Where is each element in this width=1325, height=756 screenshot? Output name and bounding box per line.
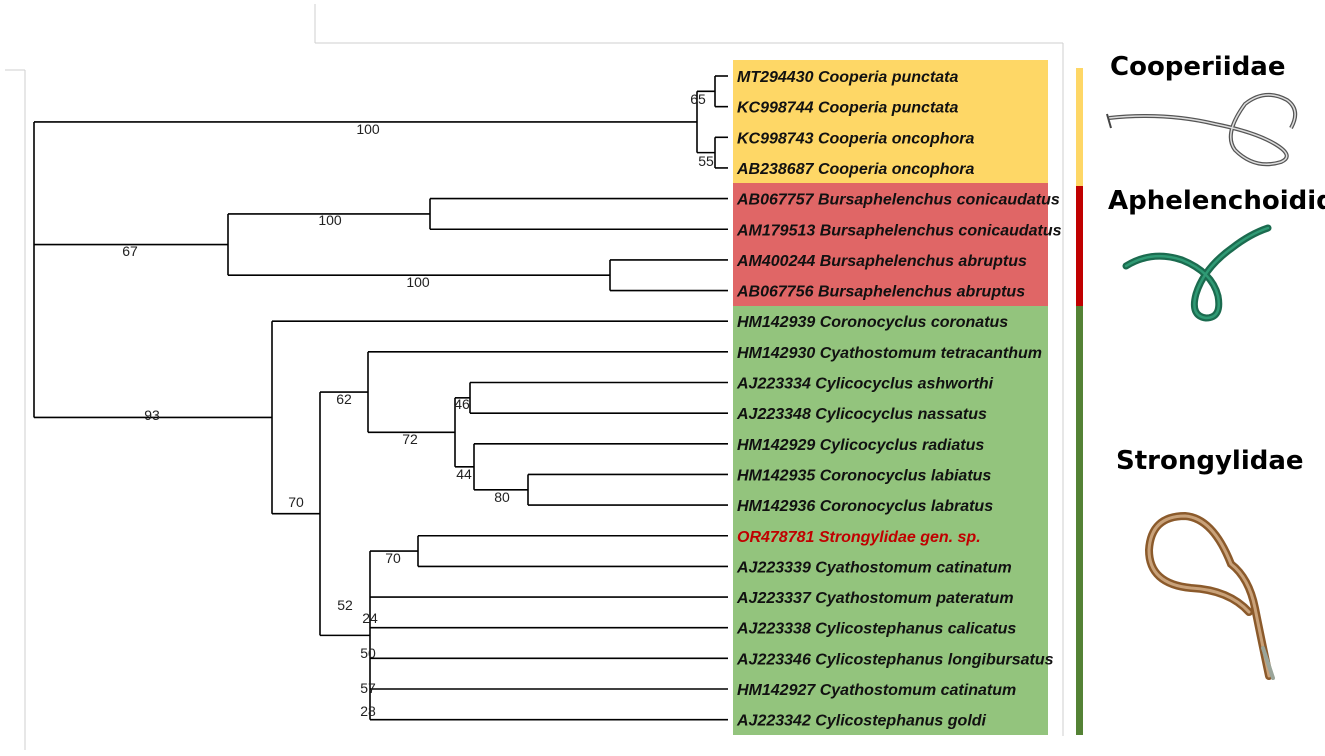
taxon-label: HM142927 Cyathostomum catinatum xyxy=(737,682,1016,699)
aphelenchoididae-nematode-image xyxy=(1122,224,1272,322)
taxon-label: AJ223338 Cylicostephanus calicatus xyxy=(736,621,1016,638)
support-value: 70 xyxy=(288,494,304,510)
taxon-label: OR478781 Strongylidae gen. sp. xyxy=(737,529,981,546)
support-value: 100 xyxy=(318,212,342,228)
taxon-label: HM142930 Cyathostomum tetracanthum xyxy=(737,345,1042,362)
support-value: 28 xyxy=(360,703,376,719)
strongylidae-nematode-image xyxy=(1145,511,1275,680)
tree-branches xyxy=(33,75,728,721)
support-value: 24 xyxy=(362,610,378,626)
strongylidae-color-bar xyxy=(1076,306,1083,735)
taxon-label: AJ223334 Cylicocyclus ashworthi xyxy=(736,376,994,393)
taxon-label: HM142939 Coronocyclus coronatus xyxy=(737,314,1008,331)
family-title-strongylidae: Strongylidae xyxy=(1116,446,1304,476)
taxon-label: AM179513 Bursaphelenchus conicaudatus xyxy=(736,222,1062,239)
support-value: 50 xyxy=(360,645,376,661)
taxon-label: KC998744 Cooperia punctata xyxy=(737,100,959,117)
support-value: 57 xyxy=(360,680,376,696)
family-title-aphelenchoididae: Aphelenchoididae xyxy=(1108,186,1325,216)
taxon-label: AM400244 Bursaphelenchus abruptus xyxy=(736,253,1027,270)
support-value: 55 xyxy=(698,153,714,169)
taxon-label: AB067757 Bursaphelenchus conicaudatus xyxy=(736,192,1060,209)
cooperiidae-color-bar xyxy=(1076,68,1083,186)
taxon-label: AB238687 Cooperia oncophora xyxy=(736,161,975,178)
frame-lines xyxy=(5,4,1064,750)
taxon-label: AJ223339 Cyathostomum catinatum xyxy=(736,559,1012,576)
support-value: 67 xyxy=(122,243,138,259)
support-value: 72 xyxy=(402,431,418,447)
support-value: 70 xyxy=(385,550,401,566)
aphelenchoididae-color-bar xyxy=(1076,186,1083,306)
support-value: 80 xyxy=(494,489,510,505)
bootstrap-support-labels: 100 65 55 67 100 100 93 70 62 72 46 44 80 52 70 24 50 57 2… xyxy=(122,91,714,719)
support-value: 44 xyxy=(456,466,472,482)
label-backgrounds xyxy=(733,60,1048,735)
taxon-label: HM142929 Cylicocyclus radiatus xyxy=(737,437,984,454)
support-value: 100 xyxy=(406,274,430,290)
cooperiidae-label-block xyxy=(733,60,1048,183)
taxon-label: KC998743 Cooperia oncophora xyxy=(737,130,975,147)
taxon-label: HM142936 Coronocyclus labratus xyxy=(737,498,993,515)
family-title-cooperiidae: Cooperiidae xyxy=(1110,52,1286,82)
support-value: 52 xyxy=(337,597,353,613)
taxon-label: AB067756 Bursaphelenchus abruptus xyxy=(736,284,1025,301)
support-value: 100 xyxy=(356,121,380,137)
cooperiidae-nematode-image xyxy=(1106,92,1298,167)
taxon-label: MT294430 Cooperia punctata xyxy=(737,69,959,86)
support-value: 65 xyxy=(690,91,706,107)
taxon-label: AJ223346 Cylicostephanus longibursatus xyxy=(736,651,1054,668)
support-value: 46 xyxy=(454,396,470,412)
support-value: 93 xyxy=(144,407,160,423)
strongylidae-label-block xyxy=(733,306,1048,735)
taxon-label: AJ223337 Cyathostomum pateratum xyxy=(736,590,1014,607)
aphelenchoididae-label-block xyxy=(733,183,1048,306)
taxon-label: HM142935 Coronocyclus labiatus xyxy=(737,467,991,484)
taxon-label: AJ223342 Cylicostephanus goldi xyxy=(736,713,987,730)
taxon-label: AJ223348 Cylicocyclus nassatus xyxy=(736,406,987,423)
support-value: 62 xyxy=(336,391,352,407)
